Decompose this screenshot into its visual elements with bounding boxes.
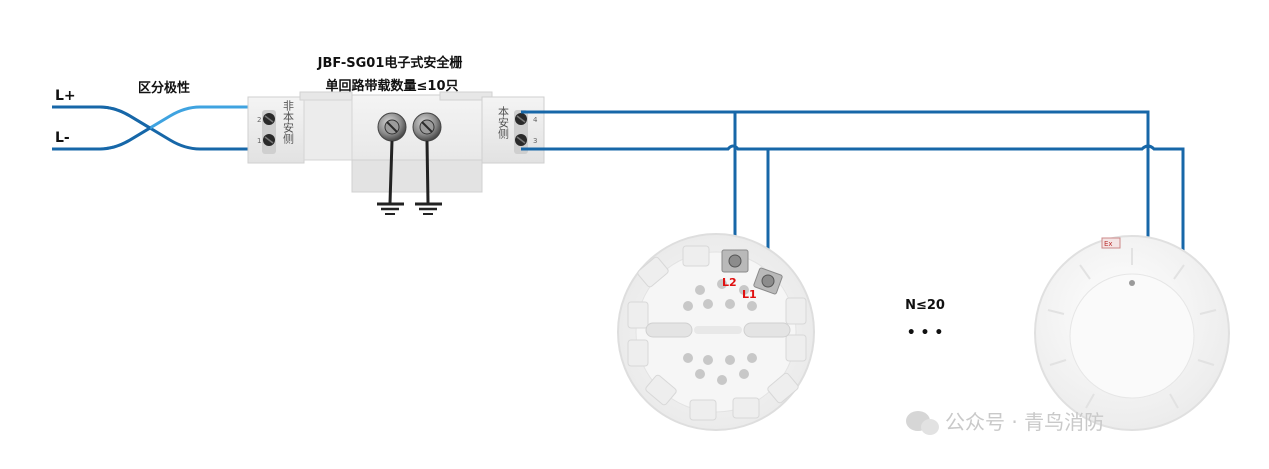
watermark — [906, 411, 939, 435]
l-plus-label: L+ — [55, 88, 76, 104]
ground-screw-right — [412, 112, 442, 142]
wire-l-minus — [52, 105, 250, 151]
intrinsic-side-label: 本安侧 — [497, 105, 510, 140]
l-minus-label: L- — [55, 130, 70, 146]
ground-symbol-left — [377, 202, 404, 215]
base-terminal-l1 — [753, 267, 783, 295]
terminal-2-label: 2 — [257, 116, 261, 124]
terminal-block-output — [514, 110, 528, 154]
terminal-3-label: 3 — [533, 137, 537, 145]
detector-led — [1129, 280, 1135, 286]
device-count-label: N≤20 — [905, 298, 945, 313]
barrier-title: JBF-SG01电子式安全栅 — [317, 55, 463, 71]
smoke-detector — [1034, 235, 1230, 431]
detector-ex-mark: Ex — [1104, 240, 1113, 248]
safety-barrier-module: 2 1 非本安侧 4 3 本安侧 — [247, 91, 545, 193]
non-intrinsic-side-label: 非本安侧 — [282, 100, 295, 145]
polarity-label: 区分极性 — [138, 80, 190, 96]
barrier-subtitle: 单回路带载数量≤10只 — [326, 78, 459, 94]
terminal-1-label: 1 — [257, 137, 261, 145]
ground-screw-left — [377, 112, 407, 142]
ellipsis-indicator: • • • — [907, 325, 944, 341]
detector-base — [617, 233, 815, 431]
terminal-block-input — [262, 110, 276, 154]
ground-symbol-right — [415, 202, 442, 215]
bus-upper — [521, 110, 1150, 248]
ground-connections — [377, 140, 442, 215]
base-l1-label: L1 — [742, 288, 757, 301]
base-terminal-l2 — [721, 249, 749, 273]
base-l2-label: L2 — [722, 276, 737, 289]
terminal-4-label: 4 — [533, 116, 538, 124]
input-wires — [52, 105, 250, 151]
bus-lower — [521, 144, 1185, 252]
watermark-text: 公众号 · 青鸟消防 — [945, 410, 1104, 434]
